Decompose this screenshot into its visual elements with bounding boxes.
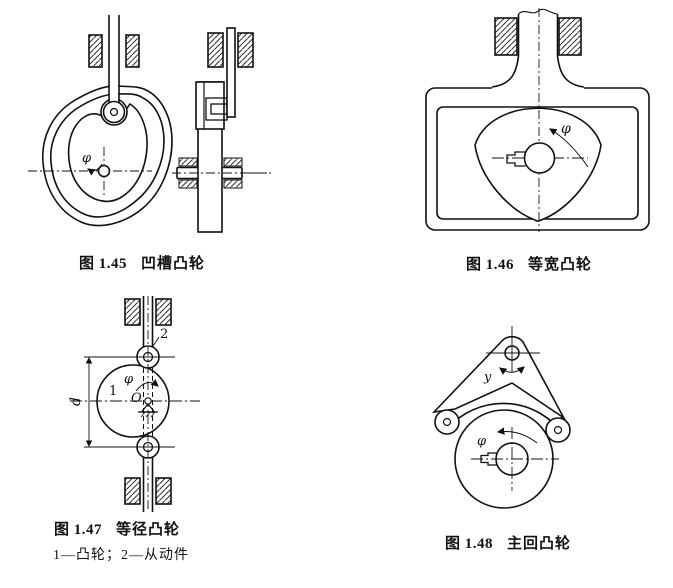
guide-hatch-block	[494, 17, 518, 56]
legend-fig-1-47: 1—凸轮；2—从动件	[53, 548, 189, 563]
guide-hatch-block	[207, 32, 224, 68]
bearing-hatch	[178, 179, 198, 189]
caption-fig-1-47: 图 1.47 等径凸轮	[17, 518, 217, 539]
figure-title: 等宽凸轮	[528, 256, 593, 273]
rotation-arrow	[549, 128, 589, 168]
guide-hatch-block	[125, 34, 140, 68]
rotation-arrow	[496, 427, 538, 444]
roller-pin	[442, 417, 452, 427]
figure-1-45-groove-cam: φ	[28, 15, 273, 233]
groove-rim-cap	[195, 81, 225, 130]
phi-label: φ	[561, 121, 571, 137]
rotation-arrow	[87, 163, 103, 176]
figure-1-48-conjugate-cam: y φ	[431, 326, 571, 509]
phi-label: φ	[124, 372, 134, 387]
bearing-hatch	[223, 179, 243, 189]
guide-hatch-block	[124, 298, 141, 326]
pivot-ground-hatch	[140, 411, 156, 418]
cam-shaft-hole	[97, 164, 111, 178]
rocker-plate	[431, 335, 567, 423]
figure-number: 图 1.48	[444, 536, 493, 552]
guide-hatch-block	[558, 17, 582, 56]
guide-hatch-block	[155, 298, 172, 326]
guide-hatch-block	[237, 32, 254, 68]
roller-pin	[553, 425, 563, 435]
caption-fig-1-45: 图 1.45 凹槽凸轮	[42, 252, 242, 273]
rocker-label: y	[483, 370, 492, 385]
bearing-hatch	[223, 157, 243, 167]
phi-label: φ	[477, 434, 487, 449]
figure-1-46-constant-breadth-cam: φ	[425, 8, 650, 232]
figure-title: 主回凸轮	[507, 535, 572, 552]
figure-1-47-constant-diameter-cam: d φ O 1 2	[68, 296, 200, 512]
guide-hatch-block	[88, 34, 103, 68]
fig45-side-view	[172, 27, 273, 233]
leader-line	[152, 336, 160, 348]
roller-pin	[109, 107, 119, 117]
rotation-arrow	[135, 379, 159, 392]
part-number-cam: 1	[109, 384, 117, 399]
phi-label: φ	[82, 151, 92, 166]
caption-fig-1-46: 图 1.46 等宽凸轮	[429, 253, 629, 274]
pivot-label: O	[131, 391, 142, 406]
shaft-keyway	[506, 151, 526, 167]
guide-hatch-block	[155, 477, 172, 505]
part-number-follower: 2	[160, 327, 168, 342]
bearing-hatch	[178, 157, 198, 167]
dimension-label: d	[68, 397, 84, 406]
guide-hatch-block	[124, 477, 141, 505]
figure-number: 图 1.47	[53, 522, 102, 538]
oscillation-arrow	[499, 366, 525, 375]
figure-number: 图 1.45	[78, 256, 127, 272]
follower-stem	[556, 14, 585, 88]
cam-shaft	[523, 142, 556, 174]
fig45-front-view: φ	[28, 15, 173, 227]
figure-title: 凹槽凸轮	[141, 255, 206, 272]
figure-title: 等径凸轮	[116, 521, 181, 538]
stem-break-line	[518, 8, 558, 15]
figure-number: 图 1.46	[465, 257, 514, 273]
caption-fig-1-48: 图 1.48 主回凸轮	[408, 532, 608, 553]
follower-stem	[491, 14, 520, 88]
follower-plate	[226, 27, 236, 118]
